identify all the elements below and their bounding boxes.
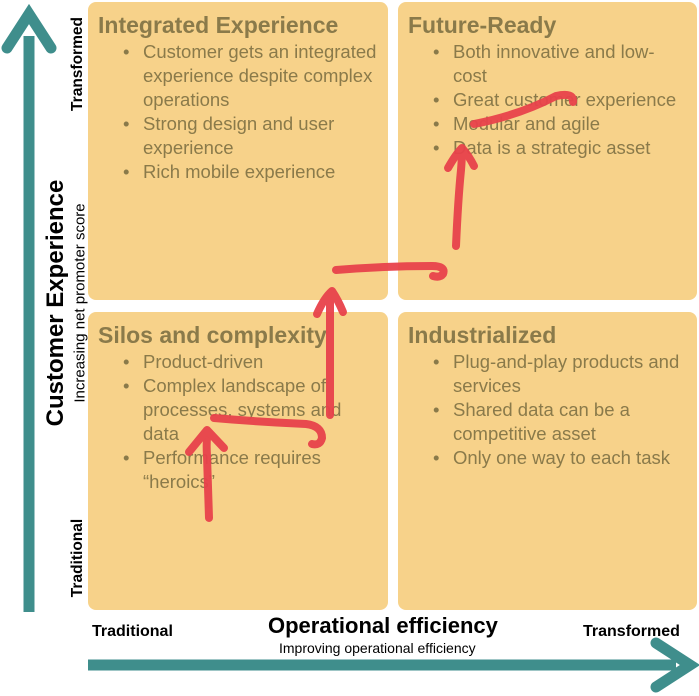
- bullet-list: Customer gets an integrated experience d…: [98, 40, 378, 184]
- y-axis-arrow: [1, 3, 57, 612]
- quadrant-title: Silos and complexity: [98, 322, 327, 348]
- path-segment-1: [202, 428, 213, 522]
- x-axis-left-label: Traditional: [92, 623, 173, 640]
- path-segment-8: [444, 144, 478, 172]
- list-item: Rich mobile experience: [123, 160, 378, 184]
- quadrant-title: Industrialized: [408, 322, 557, 348]
- x-axis-subtitle: Improving operational efficiency: [279, 640, 476, 656]
- path-segment-2: [185, 426, 228, 456]
- list-item: Shared data can be a competitive asset: [433, 398, 687, 446]
- list-item: Plug-and-play products and services: [433, 350, 687, 398]
- quadrant-title: Future-Ready: [408, 12, 557, 38]
- list-item: Data is a strategic asset: [433, 136, 687, 160]
- quadrant-integrated-experience: Integrated Experience Customer gets an i…: [88, 2, 388, 300]
- path-segment-7: [452, 146, 466, 250]
- list-item: Great customer experience: [433, 88, 687, 112]
- path-segment-6: [332, 262, 448, 281]
- bullet-list: Product-driven Complex landscape of proc…: [98, 350, 378, 494]
- quadrant-industrialized: Industrialized Plug-and-play products an…: [398, 312, 697, 610]
- list-item: Customer gets an integrated experience d…: [123, 40, 378, 112]
- path-segment-9: [470, 90, 578, 128]
- path-segment-5: [313, 287, 347, 318]
- list-item: Product-driven: [123, 350, 378, 374]
- list-item: Complex landscape of processes, systems …: [123, 374, 378, 446]
- path-segment-3: [210, 414, 326, 449]
- quadrant-future-ready: Future-Ready Both innovative and low-cos…: [398, 2, 697, 300]
- list-item: Only one way to each task: [433, 446, 687, 470]
- x-axis-right-label: Transformed: [583, 623, 680, 640]
- x-axis-arrow: [88, 637, 699, 693]
- quadrant-title: Integrated Experience: [98, 12, 339, 38]
- list-item: Both innovative and low-cost: [433, 40, 687, 88]
- quadrant-silos-and-complexity: Silos and complexity Product-driven Comp…: [88, 312, 388, 610]
- list-item: Strong design and user experience: [123, 112, 378, 160]
- bullet-list: Plug-and-play products and services Shar…: [408, 350, 687, 470]
- x-axis-title: Operational efficiency: [268, 613, 498, 638]
